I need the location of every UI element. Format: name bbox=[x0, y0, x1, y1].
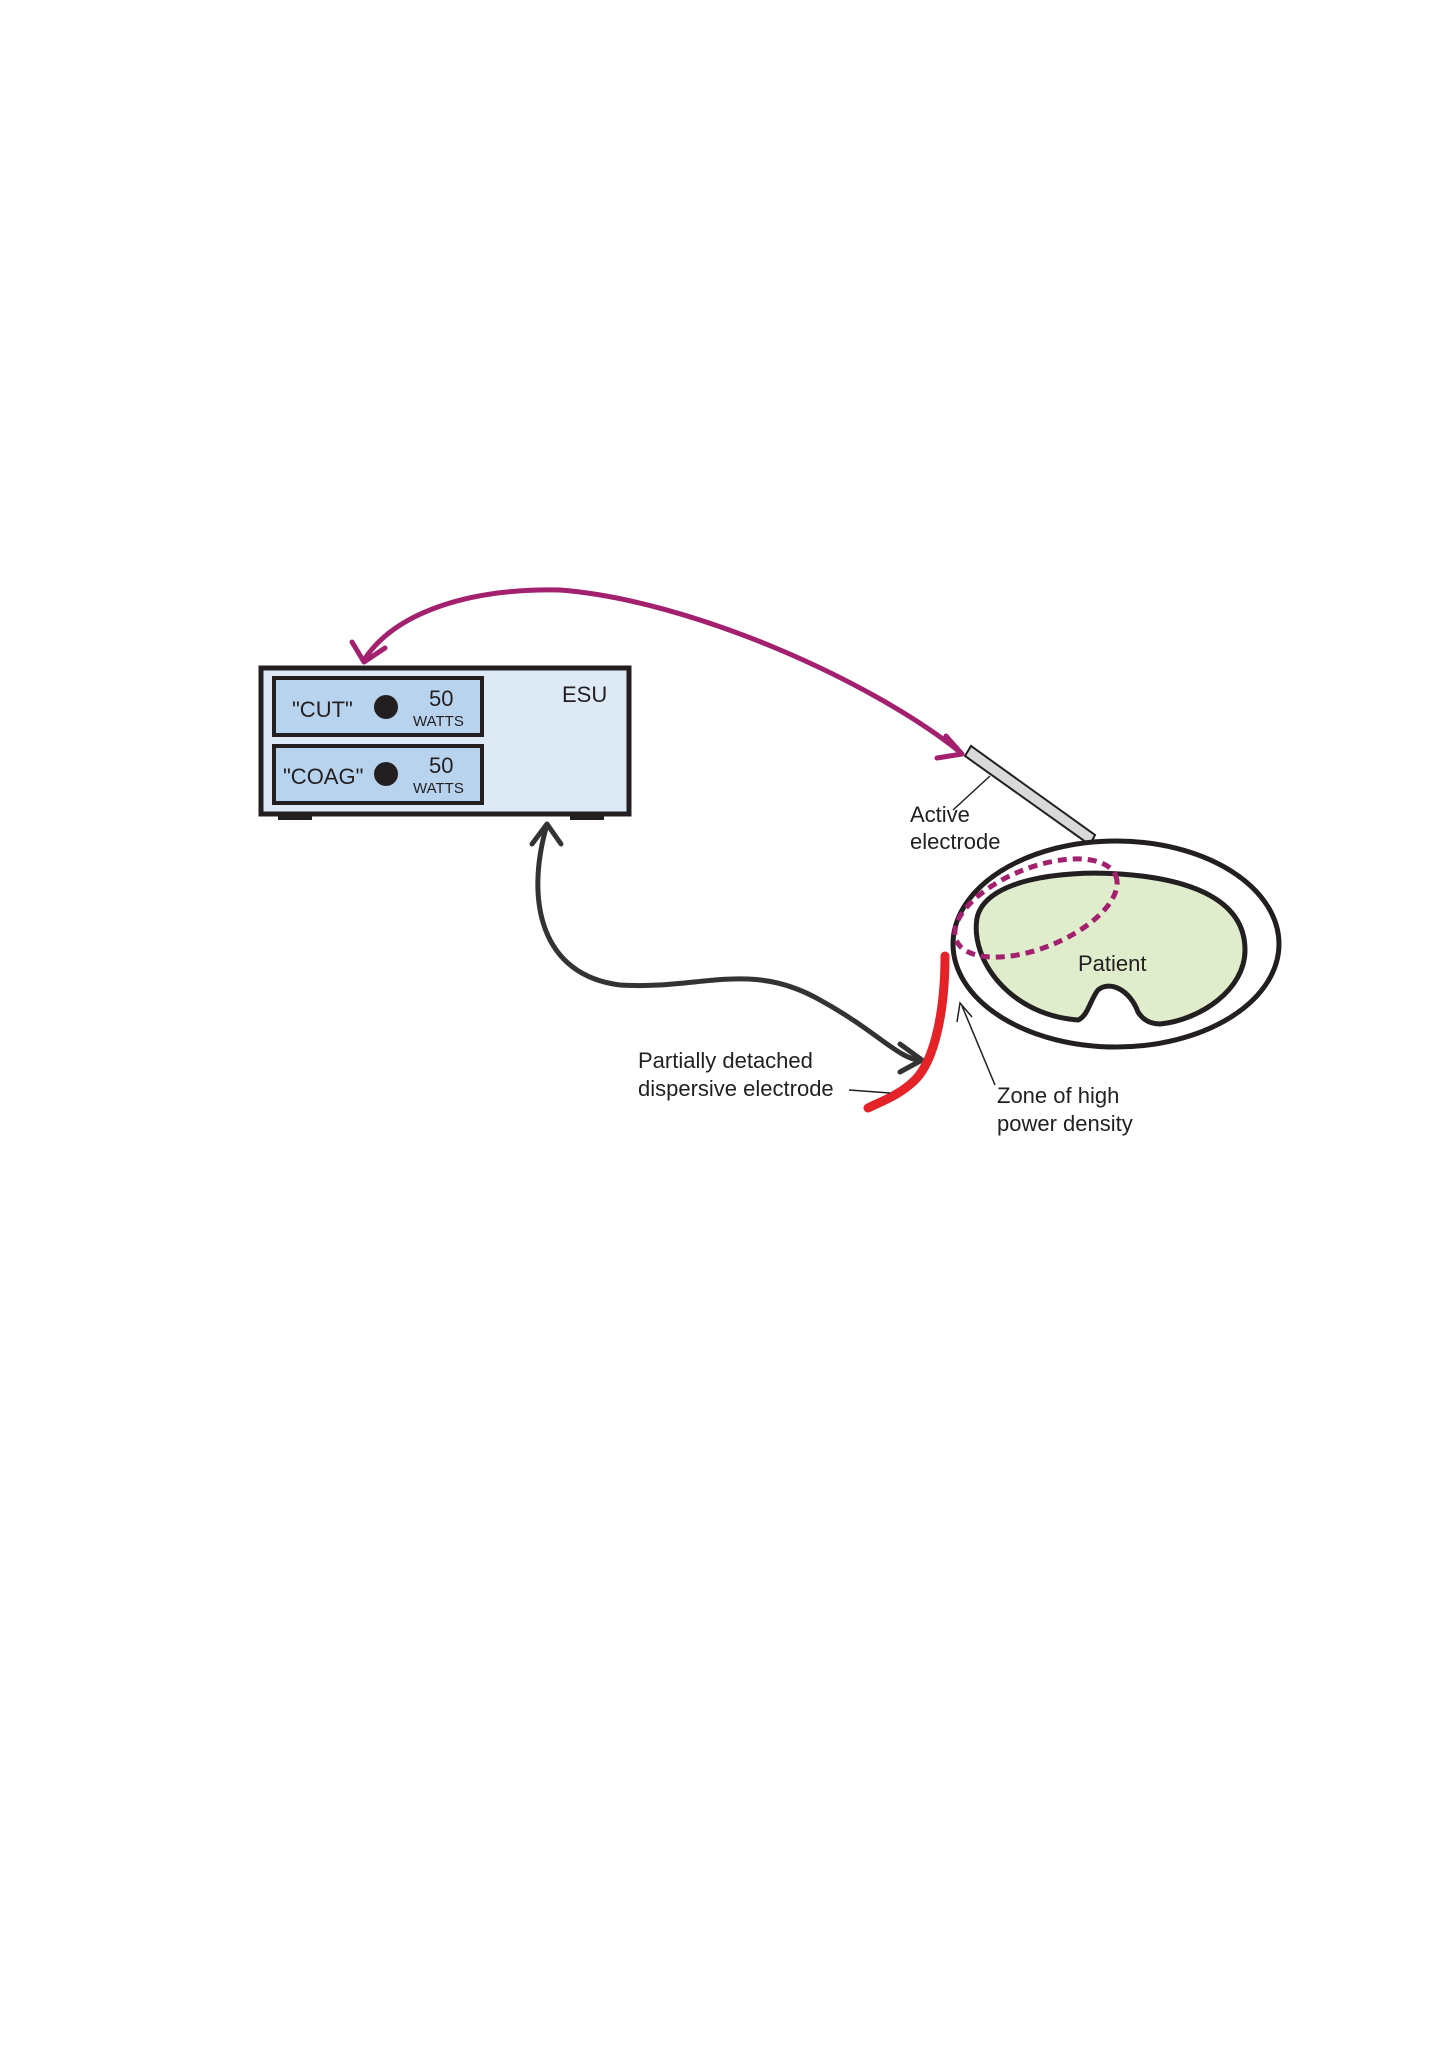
active-electrode-leader bbox=[952, 775, 991, 811]
dispersive-electrode-label-line1: Partially detached bbox=[638, 1048, 813, 1073]
cut-panel: "CUT" 50 WATTS bbox=[272, 676, 484, 737]
zone-label-line1: Zone of high bbox=[997, 1083, 1119, 1108]
esu-unit: ESU "CUT" 50 WATTS "COAG" 50 WATTS bbox=[258, 665, 632, 820]
high-power-density-zone bbox=[952, 856, 1120, 960]
dispersive-electrode-label-line2: dispersive electrode bbox=[638, 1076, 834, 1101]
cut-power-knob bbox=[374, 695, 398, 719]
patient: Patient bbox=[950, 838, 1282, 1050]
coag-panel-frame bbox=[272, 744, 484, 805]
coag-power-unit: WATTS bbox=[413, 780, 464, 797]
active-electrode-label-line1: Active bbox=[910, 802, 970, 827]
return-lead-arrowhead-esu bbox=[529, 821, 564, 847]
zone-label-line2: power density bbox=[997, 1111, 1133, 1136]
dispersive-electrode-leader bbox=[848, 1089, 891, 1094]
active-lead-cable bbox=[361, 587, 963, 755]
coag-panel: "COAG" 50 WATTS bbox=[272, 744, 484, 805]
patient-body bbox=[973, 870, 1248, 1027]
patient-label: Patient bbox=[1078, 951, 1147, 976]
active-lead-arrowhead-esu bbox=[349, 639, 388, 665]
active-electrode-pen bbox=[963, 744, 1097, 847]
return-lead bbox=[529, 821, 925, 1075]
coag-power-value: 50 bbox=[429, 753, 453, 778]
zone-pointer-line bbox=[961, 1005, 996, 1086]
cut-mode-label: "CUT" bbox=[292, 697, 353, 722]
active-lead bbox=[349, 587, 965, 761]
zone-pointer bbox=[956, 1001, 996, 1086]
dispersive-electrode bbox=[863, 951, 950, 1113]
active-lead-arrowhead-electrode bbox=[934, 733, 965, 761]
zone-pointer-arrowhead bbox=[956, 1001, 973, 1023]
coag-power-knob bbox=[374, 762, 398, 786]
esu-label: ESU bbox=[562, 682, 607, 707]
cut-power-unit: WATTS bbox=[413, 713, 464, 730]
active-electrode-label-line2: electrode bbox=[910, 829, 1001, 854]
coag-mode-label: "COAG" bbox=[283, 764, 363, 789]
return-lead-arrowhead-electrode bbox=[897, 1041, 925, 1075]
cut-power-value: 50 bbox=[429, 686, 453, 711]
return-lead-cable bbox=[535, 825, 923, 1063]
